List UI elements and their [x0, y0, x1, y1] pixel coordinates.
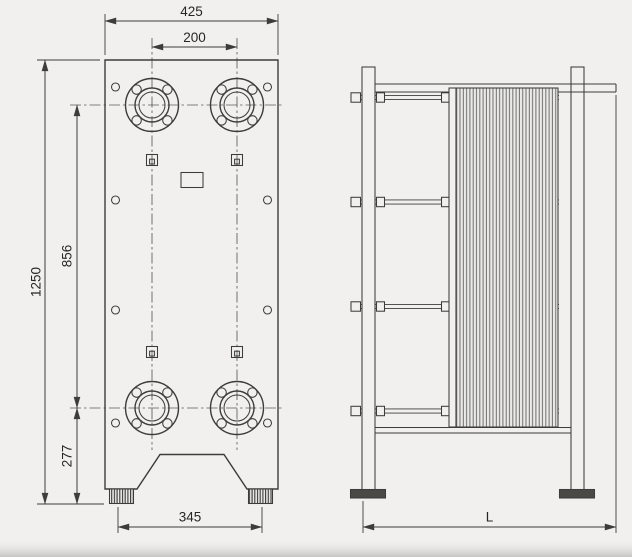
front-view: 425 200 1250 856 277 345: [29, 4, 282, 533]
dimension-label-lower-port-height: 277: [60, 445, 75, 468]
dim-port-spacing: 200: [151, 30, 238, 51]
dimension-label-foot-width: 345: [179, 510, 202, 525]
dim-foot-width: 345: [117, 507, 263, 533]
dim-top-width: 425: [104, 4, 279, 55]
dimension-label-port-vertical-spacing: 856: [60, 245, 75, 268]
dimension-label-port-spacing: 200: [183, 30, 206, 45]
dim-lower-port-height: 277: [60, 407, 81, 505]
pressure-plate: [448, 87, 457, 428]
front-foot-left: [108, 488, 135, 505]
plate-pack: [455, 87, 559, 428]
fixed-frame-plate: [361, 66, 376, 491]
dimension-label-top-width: 425: [180, 4, 203, 19]
base-plate-right: [558, 488, 596, 499]
dim-frame-length: L: [362, 95, 617, 533]
bottom-shadow: [0, 540, 632, 557]
dim-port-vertical-spacing: 856: [60, 104, 81, 409]
guide-bar: [375, 426, 571, 434]
side-view: L: [349, 66, 617, 533]
dimension-label-overall-height: 1250: [29, 267, 44, 297]
front-foot-right: [247, 488, 274, 505]
support-column: [570, 66, 585, 491]
dim-overall-height: 1250: [29, 59, 104, 505]
nameplate: [180, 171, 204, 189]
base-plate-left: [349, 488, 387, 499]
dimension-label-frame-length: L: [486, 510, 494, 525]
